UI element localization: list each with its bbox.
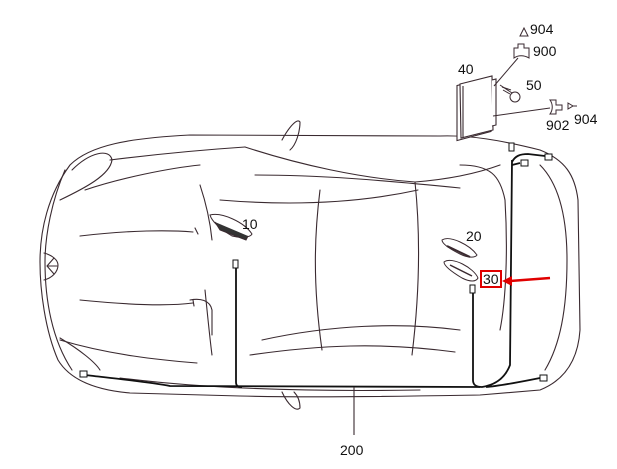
callout-50: 50 [526, 77, 542, 93]
callout-30-highlighted: 30 [480, 270, 502, 288]
callout-904-right: 904 [574, 111, 598, 127]
callout-40: 40 [458, 61, 474, 77]
harness-connectors [79, 142, 553, 382]
callout-904-top: 904 [530, 21, 554, 37]
callout-902: 902 [546, 117, 570, 133]
lamp-10 [209, 213, 253, 241]
highlight-arrow [502, 276, 551, 286]
screw-50 [499, 84, 521, 103]
lamp-20 [441, 238, 478, 258]
connector-900 [493, 43, 530, 87]
car-body-outline [39, 120, 581, 410]
control-module-40 [456, 75, 497, 142]
lamp-30 [443, 260, 479, 282]
callout-900: 900 [533, 43, 557, 59]
callout-200: 200 [340, 442, 364, 458]
callout-10: 10 [242, 216, 258, 232]
connector-902 [492, 99, 577, 117]
pin-904-top [519, 26, 529, 37]
wiring-harness-200 [84, 153, 546, 435]
callout-20: 20 [466, 228, 482, 244]
